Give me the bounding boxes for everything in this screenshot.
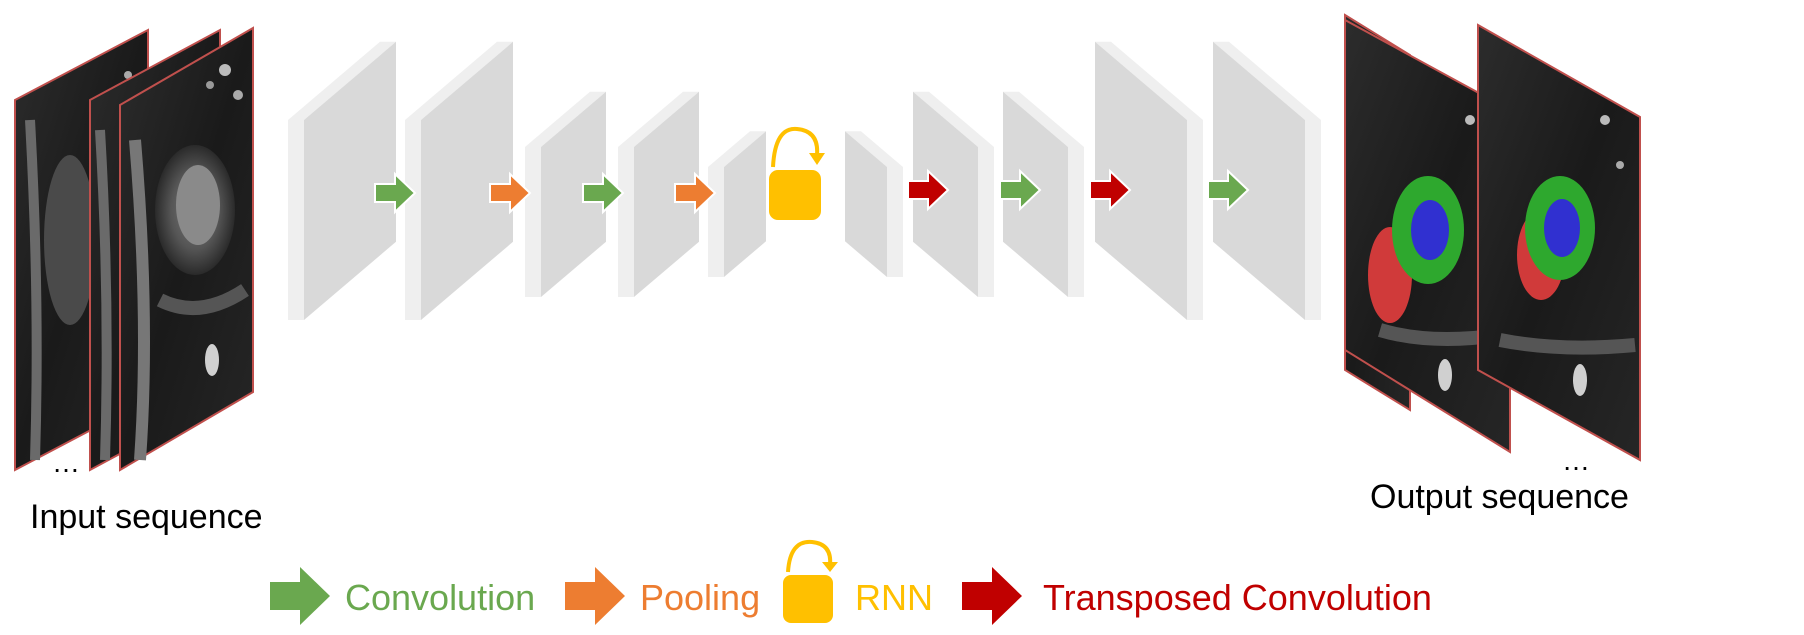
convolution-op-icon bbox=[374, 171, 417, 215]
input-ellipsis: … bbox=[52, 447, 80, 478]
rnn-loop-icon bbox=[783, 539, 838, 623]
feature-map bbox=[913, 91, 994, 297]
pooling-op-icon bbox=[489, 171, 532, 215]
rnn-op-icon bbox=[769, 126, 825, 220]
feature-map bbox=[288, 41, 396, 321]
feature-map bbox=[708, 131, 766, 277]
legend-item-pooling: Pooling bbox=[565, 567, 760, 625]
convolution-op-icon bbox=[582, 171, 625, 215]
feature-map bbox=[845, 131, 903, 277]
pooling-op-icon bbox=[674, 171, 717, 215]
legend-item-rnn: RNN bbox=[783, 539, 933, 623]
feature-map bbox=[618, 91, 699, 297]
feature-map bbox=[1095, 41, 1203, 321]
input-frame bbox=[119, 26, 254, 472]
output-sequence-label: Output sequence bbox=[1370, 478, 1629, 516]
output-ellipsis: … bbox=[1562, 445, 1590, 476]
convolution-op-icon bbox=[1207, 168, 1250, 212]
legend-label-pooling: Pooling bbox=[640, 577, 760, 618]
output-frame bbox=[1344, 18, 1511, 454]
legend-label-rnn: RNN bbox=[855, 577, 933, 618]
output-frame bbox=[1477, 23, 1641, 462]
output-sequence: … Output sequence bbox=[1344, 13, 1641, 516]
input-sequence: … Input sequence bbox=[14, 26, 263, 536]
pooling-arrow-icon bbox=[565, 567, 625, 625]
feature-map bbox=[1213, 41, 1321, 321]
input-sequence-label: Input sequence bbox=[30, 498, 263, 536]
convolution-op-icon bbox=[999, 168, 1042, 212]
feature-map bbox=[525, 91, 606, 297]
legend: Convolution Pooling RNN Transposed Convo… bbox=[270, 539, 1432, 625]
legend-label-transposed: Transposed Convolution bbox=[1043, 577, 1432, 618]
transposed-op-icon bbox=[907, 168, 950, 212]
legend-item-transposed: Transposed Convolution bbox=[962, 567, 1432, 625]
transposed-op-icon bbox=[1089, 168, 1132, 212]
operation-arrows bbox=[374, 126, 1250, 220]
legend-label-convolution: Convolution bbox=[345, 577, 535, 618]
transposed-arrow-icon bbox=[962, 567, 1022, 625]
feature-map bbox=[405, 41, 513, 321]
legend-item-convolution: Convolution bbox=[270, 567, 535, 625]
convolution-arrow-icon bbox=[270, 567, 330, 625]
